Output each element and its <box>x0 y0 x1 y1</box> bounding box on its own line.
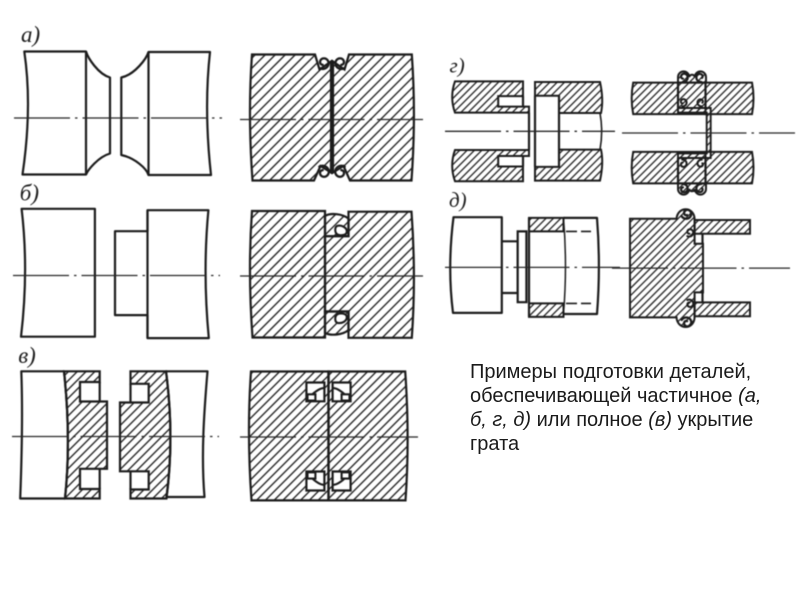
svg-text:а): а) <box>21 22 40 47</box>
svg-text:в): в) <box>18 343 36 368</box>
svg-text:б): б) <box>20 181 39 206</box>
svg-text:г): г) <box>450 54 465 78</box>
svg-text:д): д) <box>449 188 467 212</box>
